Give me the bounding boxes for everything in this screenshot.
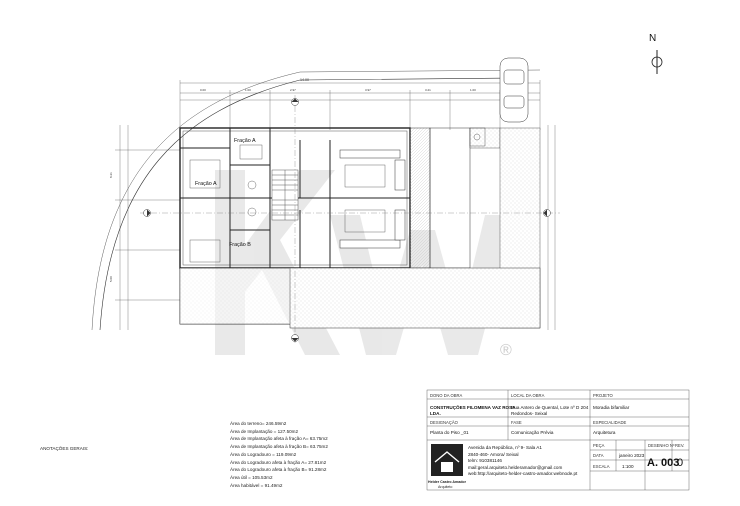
- site-value: Rua Antero de Quental, Lote nº D 204: [511, 405, 589, 410]
- designation-heading: DESIGNAÇÃO: [430, 420, 458, 425]
- phase-heading: FASE: [511, 420, 522, 425]
- room-label-fracao-b: Fração B: [229, 242, 251, 248]
- area-line: Área habitável = 91.49m2: [230, 482, 283, 488]
- scale-value: 1:100: [622, 464, 634, 469]
- area-line: Área do Logradouro = 119.09m2: [230, 451, 297, 457]
- owner-value: CONSTRUÇÕES FILOMENA VAZ ROSA: [430, 405, 516, 410]
- logo-caption-name: Helder Castro Amador: [428, 480, 467, 484]
- svg-text:8.21: 8.21: [109, 172, 113, 178]
- svg-text:14.00: 14.00: [300, 78, 309, 82]
- area-line: Área do Logradouro afeta à fração B= 91.…: [230, 467, 327, 473]
- watermark-registered: ®: [500, 342, 512, 359]
- site-heading: LOCAL DA OBRA: [511, 393, 545, 398]
- specialty-value: Arquitetura: [593, 430, 616, 435]
- revision-number: 0: [677, 457, 684, 469]
- phone-line: telm: 910381146: [468, 458, 502, 464]
- svg-text:0.00: 0.00: [200, 88, 206, 92]
- phase-value: Comunicação Prévia: [511, 430, 554, 435]
- svg-text:1.00: 1.00: [245, 88, 251, 92]
- area-line: Área de Implantação = 127.50m2: [230, 428, 299, 434]
- svg-text:2.97: 2.97: [290, 88, 296, 92]
- date-value: janeiro 2023: [619, 453, 645, 458]
- room-label-fracao-a-mid: Fração A: [195, 181, 217, 187]
- revision-heading: REV.: [675, 443, 685, 448]
- area-line: Área de Implantação afeta à fração B= 63…: [230, 444, 328, 450]
- north-arrow-icon: [651, 50, 663, 74]
- area-line: Área do terreno= 246.59m2: [230, 421, 287, 426]
- north-label: N: [649, 33, 657, 44]
- designation-value: Planta do Piso _01: [430, 430, 469, 435]
- area-line: Área do Logradouro afeta à fração A= 27.…: [230, 459, 327, 465]
- specialty-heading: ESPECIALIDADE: [593, 420, 627, 425]
- area-summary: Área do terreno= 246.59m2 Área de Implan…: [230, 420, 328, 489]
- room-label-fracao-a: Fração A: [234, 138, 256, 144]
- postal-line: 2840-460- Amora/ Seixal: [468, 451, 519, 457]
- drawing-number-heading: DESENHO Nº: [648, 443, 675, 448]
- svg-text:5.00: 5.00: [109, 276, 113, 282]
- area-line: Área de Implantação afeta à fração A= 63…: [230, 436, 328, 442]
- sheet-number: A. 003: [647, 457, 680, 469]
- scale-heading: ESCALA: [593, 464, 610, 469]
- svg-text:3.97: 3.97: [365, 88, 371, 92]
- site-value-2: Redondos- Seixal: [511, 411, 548, 416]
- project-value: Moradia bifamiliar: [593, 405, 630, 410]
- email-line: mail:geral.arquiteto.helderamador@gmail.…: [468, 464, 563, 470]
- company-contact: Avenida da República, nº 9- Sala A1 2840…: [468, 445, 577, 478]
- piece-heading: PEÇA: [593, 443, 605, 448]
- web-line: web:http://arquiteto-helder-castro-amado…: [468, 471, 578, 477]
- owner-heading: DONO DA OBRA: [430, 393, 463, 398]
- general-notes-label: ANOTAÇÕES GERAIS:: [40, 446, 89, 451]
- svg-text:3.21: 3.21: [425, 88, 431, 92]
- architect-logo: [431, 444, 463, 476]
- date-heading: DATA: [593, 453, 604, 458]
- logo-caption-role: Arquiteto: [438, 485, 453, 489]
- svg-text:1.00: 1.00: [470, 88, 476, 92]
- area-line: Área útil = 105.53m2: [230, 474, 273, 480]
- project-heading: PROJETO: [593, 393, 613, 398]
- owner-value-2: LDA.: [430, 411, 441, 416]
- address-line: Avenida da República, nº 9- Sala A1: [468, 445, 542, 450]
